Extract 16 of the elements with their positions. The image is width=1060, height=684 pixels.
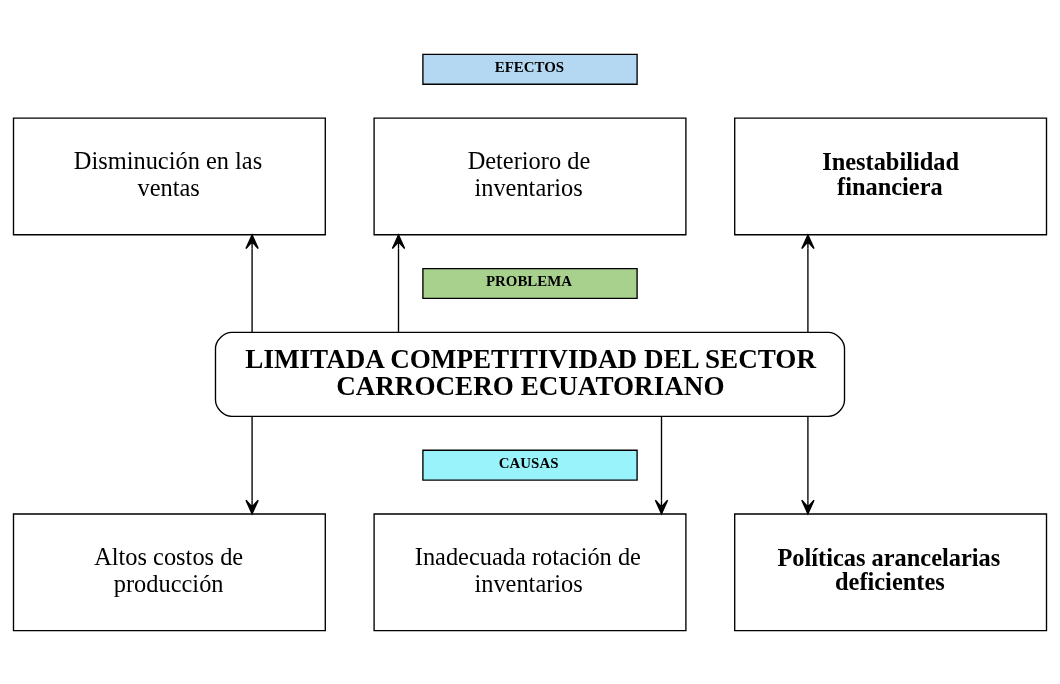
node-box: EFECTOS	[422, 53, 638, 85]
node-box: Inestabilidad financiera	[734, 116, 1048, 235]
node-box: Deterioro de inventarios	[373, 116, 687, 235]
arrow	[391, 233, 406, 333]
arrow	[245, 415, 259, 514]
node-box: Inadecuada rotación de inventarios	[373, 512, 687, 631]
node-box: LIMITADA COMPETITIVIDAD DEL SECTOR CARROCERO ECUATORIANO	[214, 331, 846, 417]
node-box: Políticas arancelarias deficientes	[734, 512, 1048, 631]
node-box: Disminución en las ventas	[12, 116, 326, 235]
arrow	[245, 233, 259, 333]
node-box: Altos costos de producción	[12, 512, 326, 631]
arrow	[801, 415, 815, 514]
arrow	[654, 415, 669, 514]
arrow	[801, 233, 815, 333]
node-box: PROBLEMA	[422, 267, 638, 299]
node-box: CAUSAS	[422, 449, 638, 481]
